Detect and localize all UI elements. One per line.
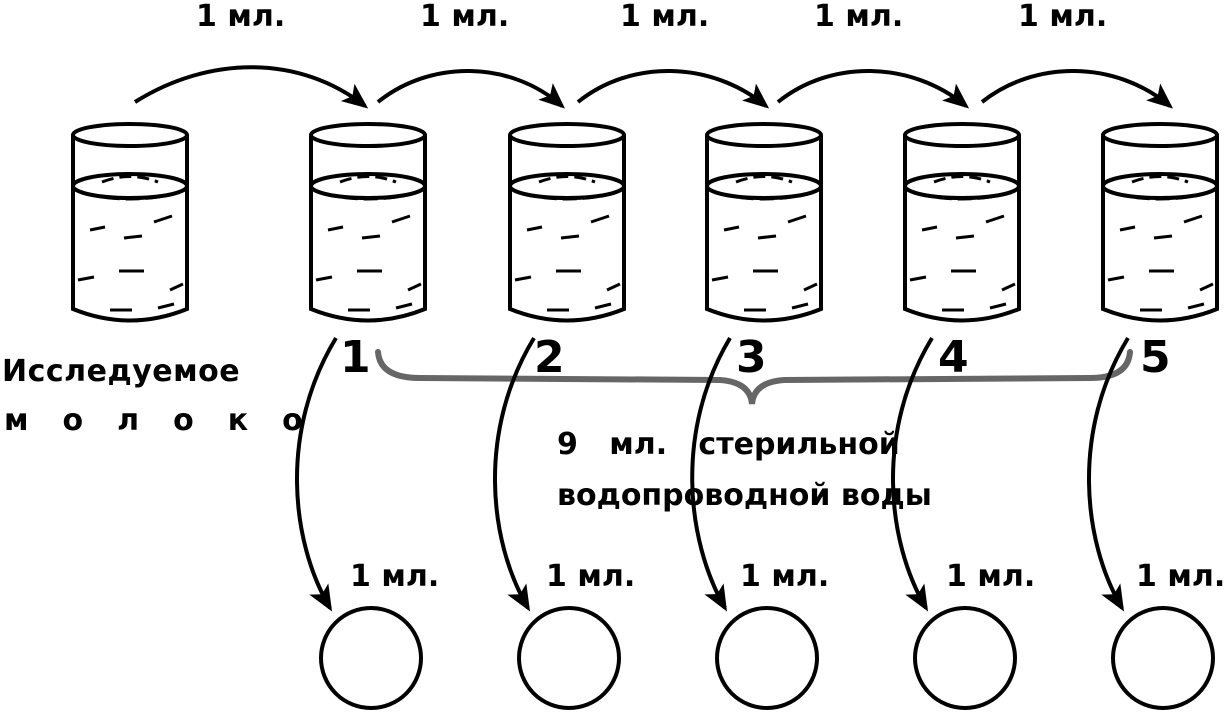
source-tube (71, 122, 189, 323)
dilution-tube-5 (1101, 122, 1219, 323)
diluent-note-line1: 9 мл. стерильной (557, 427, 900, 462)
plating-arrow-5 (1087, 336, 1130, 612)
plating-arrow-4 (891, 336, 934, 612)
top-transfer-arrows (133, 65, 1174, 109)
bottom-label-3: 1 мл. (740, 559, 829, 594)
bottom-label-2: 1 мл. (546, 559, 635, 594)
dilution-tube-1 (309, 122, 427, 323)
transfer-arrow-0-1 (133, 65, 369, 109)
bottom-label-4: 1 мл. (946, 559, 1035, 594)
petri-dish-5 (1111, 606, 1215, 710)
plating-arrow-2 (493, 336, 536, 612)
petri-dish-2 (517, 606, 621, 710)
source-label-line2: молоко (4, 403, 337, 438)
top-label-4: 1 мл. (814, 0, 903, 34)
tube-number-4: 4 (938, 332, 969, 383)
transfer-arrow-4-5 (980, 69, 1174, 109)
petri-dish-1 (319, 606, 423, 710)
bottom-label-1: 1 мл. (350, 559, 439, 594)
dilution-tube-2 (508, 122, 626, 323)
tube-number-2: 2 (534, 332, 565, 383)
diluent-note-line2: водопроводной воды (557, 478, 932, 513)
transfer-arrow-2-3 (576, 69, 770, 109)
top-label-5: 1 мл. (1018, 0, 1107, 34)
source-label-line1: Исследуемое (2, 354, 240, 389)
dilution-tube-4 (903, 122, 1021, 323)
tube-number-5: 5 (1140, 332, 1171, 383)
dilution-tube-3 (705, 122, 823, 323)
tube-number-1: 1 (340, 332, 371, 383)
transfer-arrow-3-4 (776, 69, 970, 109)
bottom-label-5: 1 мл. (1136, 559, 1225, 594)
plating-arrows (295, 336, 1130, 612)
tube-number-3: 3 (736, 332, 767, 383)
top-label-1: 1 мл. (196, 0, 285, 34)
top-label-3: 1 мл. (620, 0, 709, 34)
petri-dish-3 (715, 606, 819, 710)
plating-arrow-1 (295, 336, 338, 612)
petri-dish-4 (913, 606, 1017, 710)
transfer-arrow-1-2 (376, 69, 565, 109)
top-label-2: 1 мл. (420, 0, 509, 34)
plating-arrow-3 (690, 336, 732, 612)
